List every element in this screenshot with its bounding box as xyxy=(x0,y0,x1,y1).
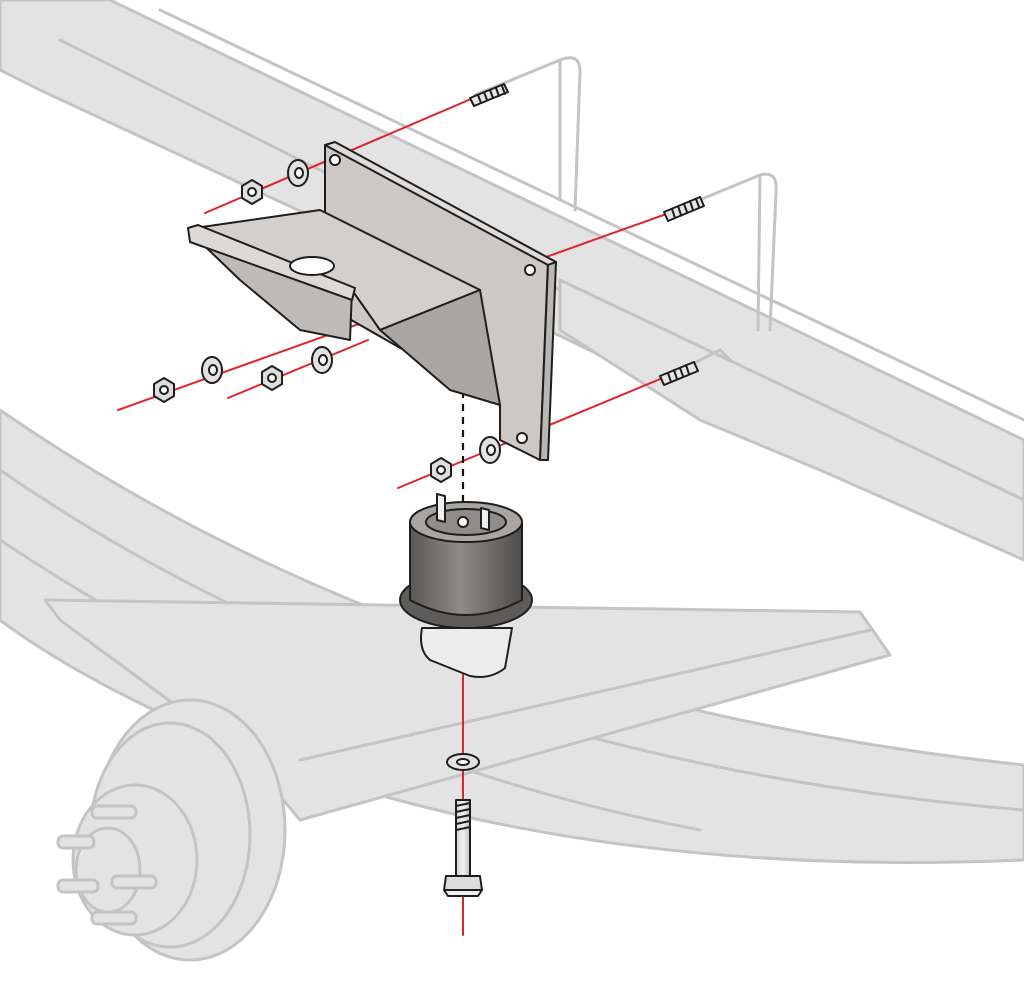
flat-washer xyxy=(479,436,501,464)
slot-hole-icon xyxy=(289,256,335,276)
hex-nut xyxy=(241,179,263,205)
mounting-bracket xyxy=(187,141,557,461)
rubber-bushing xyxy=(399,493,533,678)
bolt-hole-icon xyxy=(516,432,528,444)
flat-washer xyxy=(446,753,480,771)
bolt-hole-icon xyxy=(524,264,536,276)
hex-nut xyxy=(430,457,452,483)
flat-washer xyxy=(287,159,309,187)
hex-bolt xyxy=(443,799,483,897)
u-bolt-thread-end xyxy=(469,83,509,107)
u-bolt-rear xyxy=(473,56,582,212)
wheel-stud-icon xyxy=(56,804,158,926)
bolt-hole-icon xyxy=(329,154,341,166)
hex-nut xyxy=(153,377,175,403)
u-bolt-thread-end xyxy=(663,196,705,222)
hex-nut xyxy=(261,365,283,391)
flat-washer xyxy=(311,346,333,374)
u-bolt-thread-end xyxy=(659,361,699,386)
flat-washer xyxy=(201,356,223,384)
brake-drum-hub xyxy=(56,698,287,962)
